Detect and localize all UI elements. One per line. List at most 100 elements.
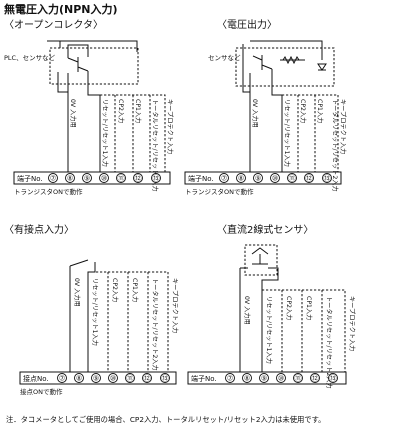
terminal-circle [219,173,229,183]
terminal-number: ⑪ [127,375,134,383]
transistor-symbol [67,44,89,80]
terminal-circle [65,173,75,183]
terminal-number: ⑦ [59,375,65,383]
terminal-number: ⑧ [76,375,82,383]
footnote: トランジスタONで動作 [14,187,83,196]
source-label: PLC、センサなど [4,54,56,62]
terminal-number: ⑨ [261,375,267,383]
dashed-keyprotect-wire [100,94,166,172]
signal-label: 0V 入力用 [73,278,81,307]
device-box [235,47,335,87]
signal-label: CP2入力 [117,99,125,123]
transistor-symbol [252,55,273,82]
terminal-strip [19,371,177,385]
signal-label: キープロテクト入力 [171,278,179,333]
terminal-circle [259,373,269,383]
terminal-number: ⑪ [295,375,302,383]
terminal-number: ⑩ [110,375,116,383]
terminal-number: ⑫ [135,175,142,183]
terminal-circle [74,373,84,383]
terminal-number: ⑫ [144,375,151,383]
signal-label: リセット/リセット1入力 [283,99,291,167]
terminal-number: ⑧ [238,175,244,183]
wire-0v [239,267,248,372]
terminal-circle [276,373,286,383]
signal-label: CP1入力 [316,99,324,123]
terminal-number: ⑫ [306,175,313,183]
dashed-channel-wires [88,271,169,372]
terminal-header: 端子No. [188,174,214,183]
signal-label: リセット/リセット1入力 [101,99,109,167]
terminal-circle [99,173,109,183]
terminal-number: ⑩ [272,175,278,183]
dashed-channel-wires [262,289,346,372]
terminal-number: ⑬ [162,375,169,383]
terminal-circle [293,373,303,383]
signal-label: 0V 入力用 [251,99,259,128]
panel-heading: 〈オープンコレクタ〉 [4,19,103,31]
signal-label: 0V 入力用 [69,99,77,128]
terminal-strip [187,371,347,385]
terminal-circle [310,373,320,383]
signal-label: トータルリセット/リセット2入力 [151,278,159,371]
signal-label: リセット/リセット1入力 [265,296,273,364]
panel-heading: 〈有接点入力〉 [4,223,74,236]
terminal-number: ⑩ [101,175,107,183]
signal-label: CP2入力 [111,278,119,302]
wire-reset [87,80,101,172]
panel-voltage-output: 〈電圧出力〉 センサなど 0V 入力用 リセット/リセット1入力 CP2入力 CP1入… [184,18,347,196]
terminal-circle [142,373,152,383]
terminal-number: ⑫ [312,375,319,383]
terminal-number: ⑩ [278,375,284,383]
terminal-circle [125,373,135,383]
signal-labels: 0V 入力用 リセット/リセット1入力 CP2入力 CP1入力 トータルリセット/リセッ… [69,99,174,192]
wire-reset [271,82,283,172]
signal-label: 0V 入力用 [243,296,251,325]
top-bus-wire [47,40,138,52]
usage-note: 注．タコメータとしてご使用の場合、CP2入力、トータルリセット/リセット2入力は… [6,415,325,424]
terminal-strip [184,171,342,185]
top-bus-wire [250,40,323,60]
wire-reset [261,267,279,372]
terminal-circle [48,173,58,183]
signal-label: CP2入力 [299,99,307,123]
signal-label: CP1入力 [134,99,142,123]
terminal-circle [91,373,101,383]
source-label: センサなど [208,54,241,62]
signal-label: キープロテクト入力 [348,296,356,351]
terminal-circle [133,173,143,183]
page-title: 無電圧入力(NPN入力) [4,2,118,16]
ground-wire [57,72,68,93]
terminal-numbers: ⑦ ⑧ ⑨ ⑩ ⑪ ⑫ ⑬ [57,373,170,383]
sensor-symbol [251,247,269,265]
terminal-circle [151,173,161,183]
terminal-number: ⑦ [50,175,56,183]
terminal-circle [225,373,235,383]
resistor-symbol [280,55,305,65]
terminal-circle [328,373,338,383]
signal-label: CP1入力 [305,296,313,320]
device-box [49,47,139,85]
sensor-box [244,244,278,276]
signal-label: トータルリセット/リセット2入力 [151,99,159,192]
dashed-channel-wires [282,94,339,172]
panel-heading: 〈直流2線式センサ〉 [217,223,313,236]
panel-heading: 〈電圧出力〉 [217,18,277,31]
terminal-circle [82,173,92,183]
diode-symbol [317,63,327,71]
terminal-circle [116,173,126,183]
terminal-circle [322,173,332,183]
terminal-circle [57,373,67,383]
terminal-number: ⑧ [244,375,250,383]
terminal-number: ⑨ [93,375,99,383]
signal-label: トータルリセット/リセット2入力 [331,99,339,192]
signal-label: キープロテクト入力 [339,99,347,154]
terminal-circle [253,173,263,183]
terminal-header: 端子No. [17,174,43,183]
